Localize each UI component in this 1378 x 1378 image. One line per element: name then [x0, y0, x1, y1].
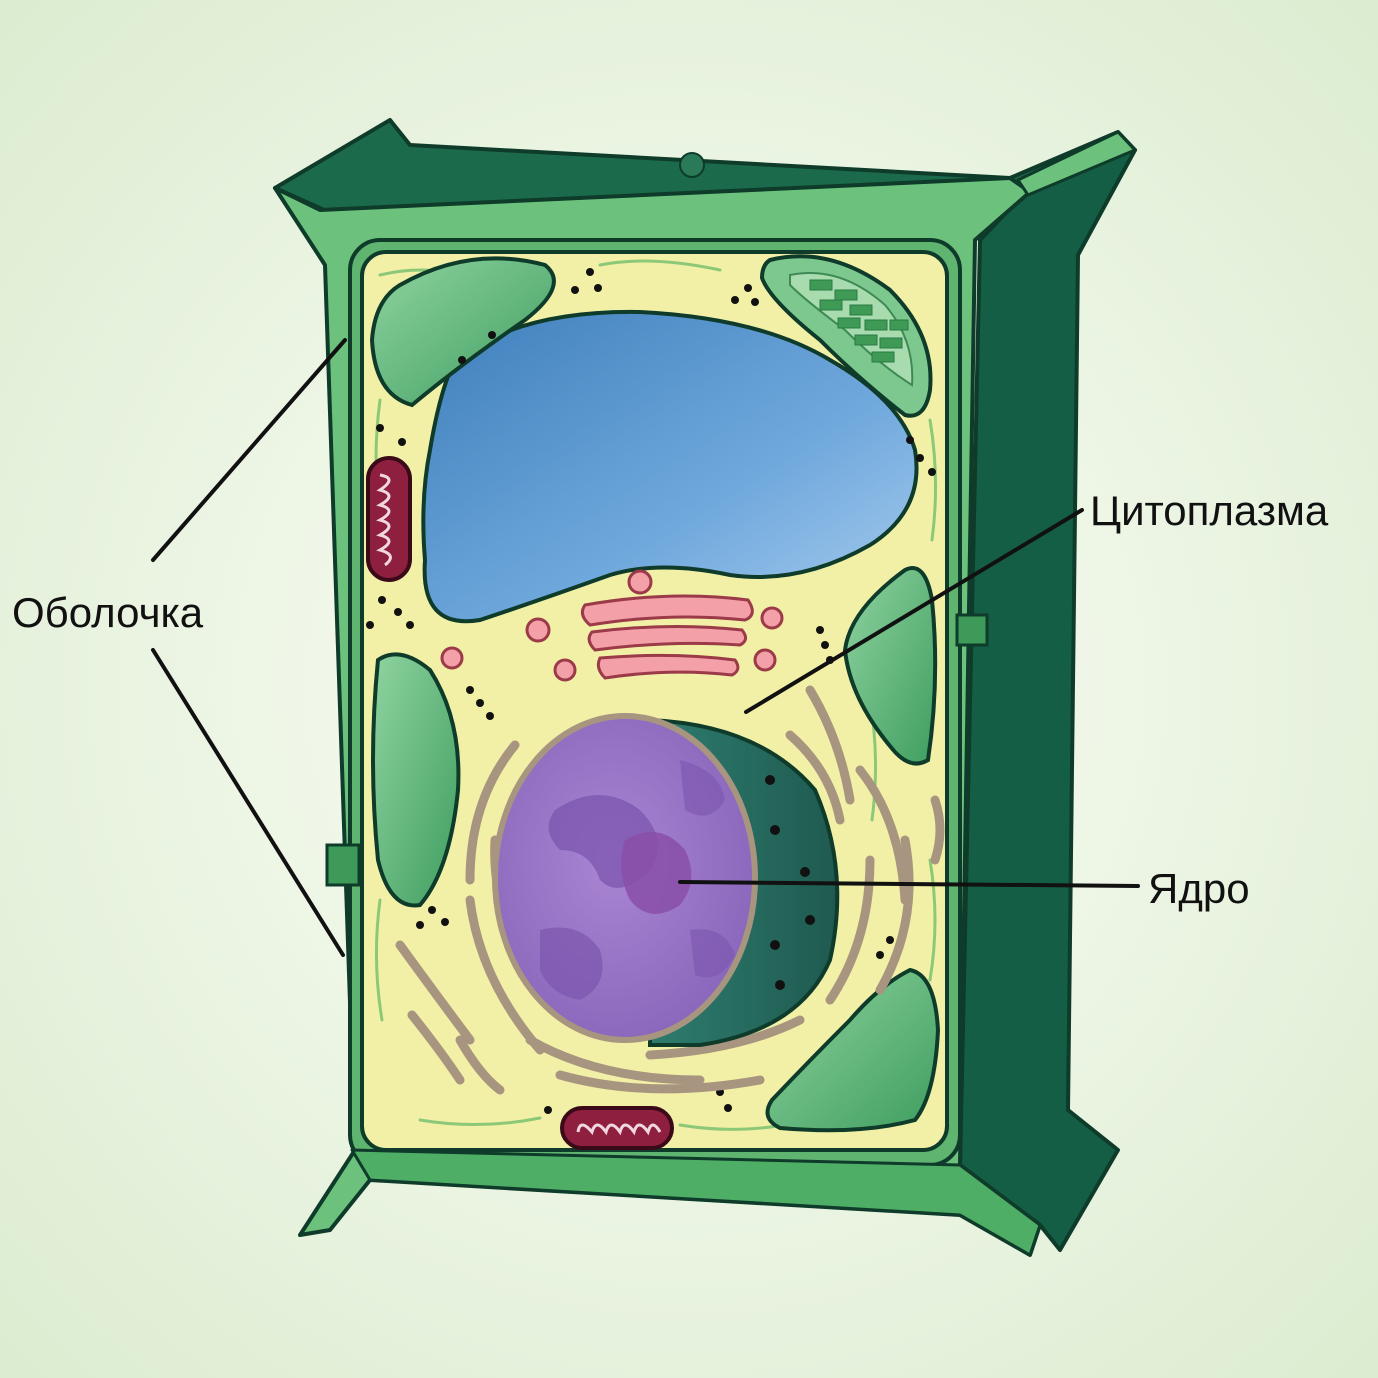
chloroplasts — [369, 254, 941, 1133]
cell-wall-right-edge — [1016, 130, 1137, 197]
label-cytoplasm: Цитоплазма — [1090, 487, 1329, 534]
vacuole — [421, 309, 919, 624]
chromatin-4 — [680, 760, 725, 816]
nucleus — [492, 713, 840, 1047]
plasmodesma-left — [325, 843, 361, 887]
chromatin-5 — [690, 929, 735, 978]
endoplasmic-reticulum — [395, 685, 945, 1095]
chloroplast-top-left — [369, 256, 556, 408]
chloroplast-mid-left — [371, 652, 461, 908]
label-membrane: Оболочка — [12, 589, 204, 636]
cell-wall-bottom-lip — [350, 1148, 1042, 1257]
leader-cytoplasm — [744, 508, 1084, 714]
chromatin-3 — [540, 927, 603, 1000]
cell-wall-right-face — [958, 138, 1137, 1252]
plasmodesma-right — [955, 613, 989, 647]
label-nucleus: Ядро — [1148, 865, 1250, 912]
leader-lines — [151, 338, 1140, 957]
chloroplast-bottom-right — [765, 967, 941, 1133]
pore-top — [679, 152, 705, 178]
leader-membrane-upper — [151, 338, 347, 562]
chromatin-2 — [621, 832, 692, 914]
mitochondria — [366, 456, 674, 1150]
thylakoids — [809, 279, 909, 363]
leader-nucleus — [678, 880, 1140, 888]
golgi-apparatus — [440, 569, 784, 682]
leader-membrane-lower — [151, 648, 345, 957]
